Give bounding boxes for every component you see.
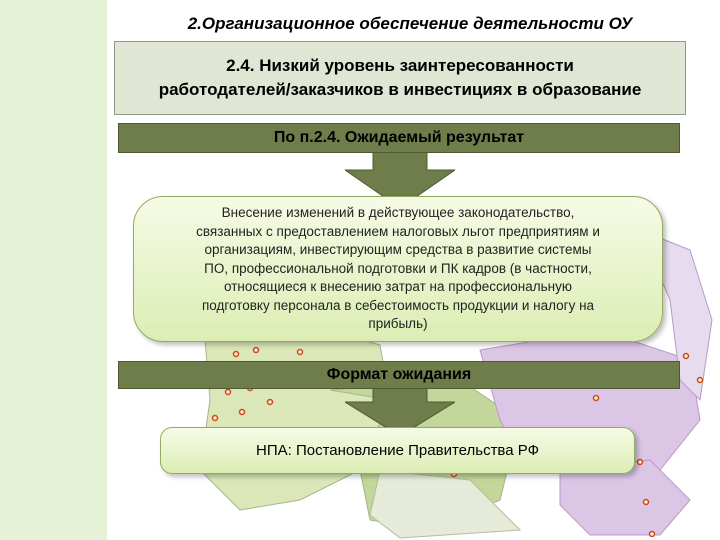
expected-result-bar: По п.2.4. Ожидаемый результат <box>118 123 680 153</box>
format-value-box: НПА: Постановление Правительства РФ <box>160 427 635 474</box>
problem-box: 2.4. Низкий уровень заинтересованности р… <box>114 41 686 115</box>
left-decorative-strip <box>0 0 107 540</box>
page-title: 2.Организационное обеспечение деятельнос… <box>187 14 633 33</box>
expected-result-box: Внесение изменений в действующее законод… <box>133 196 663 342</box>
map-region-far-east-south <box>559 459 691 536</box>
result-line: ПО, профессиональной подготовки и ПК кад… <box>204 260 592 276</box>
result-line: Внесение изменений в действующее законод… <box>221 205 575 221</box>
arrow-down-icon <box>345 150 455 208</box>
result-line: подготовку персонала в себестоимость про… <box>201 297 595 313</box>
result-line: относящиеся к внесению затрат на професс… <box>224 279 572 295</box>
result-line: организациям, инвестирующим средства в р… <box>204 242 592 258</box>
result-line: связанных с предоставлением налоговых ль… <box>196 223 600 239</box>
format-bar: Формат ожидания <box>118 361 680 389</box>
map-region-south <box>369 469 522 539</box>
problem-line-2: работодателей/заказчиков в инвестициях в… <box>158 80 642 99</box>
result-line: прибыль) <box>368 316 428 332</box>
map-region-far-east <box>639 229 713 402</box>
problem-line-1: 2.4. Низкий уровень заинтересованности <box>226 56 574 75</box>
